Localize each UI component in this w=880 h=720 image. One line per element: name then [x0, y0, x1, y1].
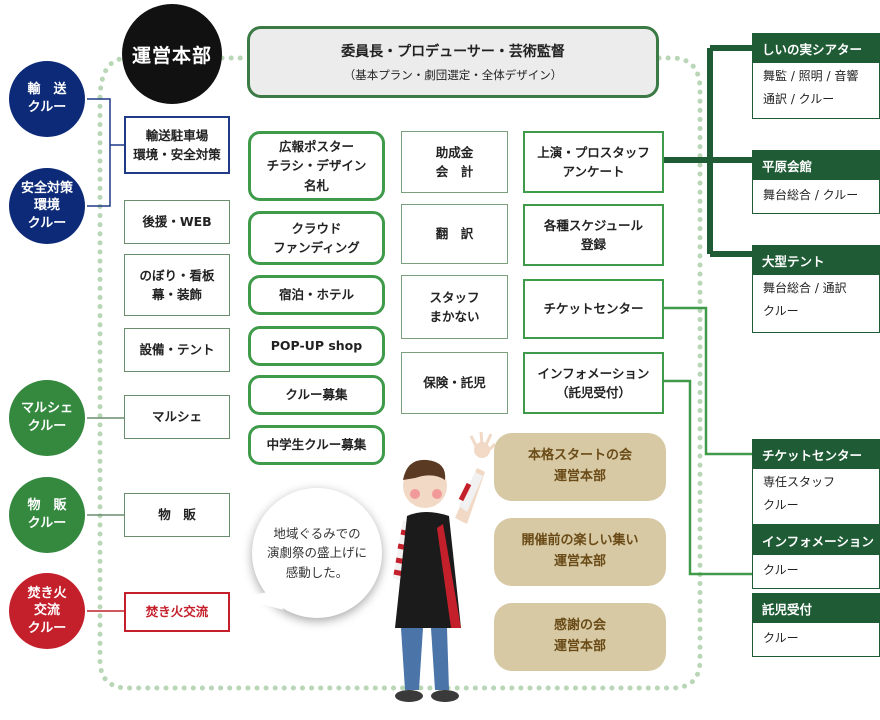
venue-ticket-body: 専任スタッフ クルー — [752, 469, 880, 525]
venue-childcare-title: 託児受付 — [752, 593, 880, 623]
venue-info-title: インフォメーション — [752, 525, 880, 555]
meeting-pre-event: 開催前の楽しい集い 運営本部 — [494, 518, 666, 586]
meeting-kickoff: 本格スタートの会 運営本部 — [494, 433, 666, 501]
task-banners: のぼり・看板 幕・装飾 — [124, 254, 230, 316]
task-takibi: 焚き火交流 — [124, 592, 230, 632]
task-popup-shop: POP-UP shop — [248, 326, 385, 366]
ticket-connector — [664, 306, 752, 456]
venue-childcare-body: クルー — [752, 623, 880, 657]
venue-info-body: クルー — [752, 555, 880, 589]
task-ticket-center: チケットセンター — [523, 279, 664, 339]
committee-title: 委員長・プロデューサー・芸術監督 — [341, 44, 565, 60]
task-poster-design: 広報ポスター チラシ・デザイン 名札 — [248, 131, 385, 201]
task-student-crew-recruit: 中学生クルー募集 — [248, 425, 385, 465]
crew-bussan: 物 販 クルー — [9, 477, 85, 553]
task-translation: 翻 訳 — [401, 204, 508, 264]
venue-hirahara-title: 平原会館 — [752, 150, 880, 180]
speech-bubble: 地域ぐるみでの 演劇祭の盛上げに 感動した。 — [252, 488, 382, 618]
task-transport-parking: 輸送駐車場 環境・安全対策 — [124, 116, 230, 174]
info-connector — [664, 379, 752, 576]
venue-tent-title: 大型テント — [752, 245, 880, 275]
crew-takibi: 焚き火 交流 クルー — [9, 573, 85, 649]
task-insurance-childcare: 保険・託児 — [401, 352, 508, 414]
navy-connector — [87, 98, 124, 207]
task-performance-survey: 上演・プロスタッフ アンケート — [523, 131, 664, 193]
committee-subtitle: （基本プラン・劇団選定・全体デザイン） — [343, 68, 563, 82]
task-information: インフォメーション （託児受付） — [523, 352, 664, 414]
task-marushe: マルシェ — [124, 395, 230, 439]
dotted-frame — [97, 55, 703, 691]
task-staff-meals: スタッフ まかない — [401, 275, 508, 339]
task-bussan: 物 販 — [124, 493, 230, 537]
venue-hirahara-body: 舞台総合 / クルー — [752, 180, 880, 214]
meeting-thanks: 感謝の会 運営本部 — [494, 603, 666, 671]
venue-bracket — [664, 45, 752, 257]
task-crowdfunding: クラウド ファンディング — [248, 211, 385, 265]
committee-box: 委員長・プロデューサー・芸術監督 （基本プラン・劇団選定・全体デザイン） — [247, 26, 659, 98]
crew-transport: 輸 送 クルー — [9, 61, 85, 137]
crew-safety: 安全対策 環境 クルー — [9, 168, 85, 244]
venue-tent-body: 舞台総合 / 通訳 クルー — [752, 275, 880, 333]
person-illustration — [393, 431, 495, 702]
crew-marushe: マルシェ クルー — [9, 380, 85, 456]
task-support-web: 後援・WEB — [124, 200, 230, 244]
task-schedule-register: 各種スケジュール 登録 — [523, 204, 664, 266]
venue-ticket-title: チケットセンター — [752, 439, 880, 469]
venue-shiinomi-body: 舞監 / 照明 / 音響 通訳 / クルー — [752, 63, 880, 119]
headquarters-label: 運営本部 — [131, 44, 212, 67]
task-hotel: 宿泊・ホテル — [248, 275, 385, 315]
venue-shiinomi-title: しいの実シアター — [752, 33, 880, 63]
task-crew-recruit: クルー募集 — [248, 375, 385, 415]
headquarters-circle: 運営本部 — [122, 4, 222, 104]
task-equipment-tent: 設備・テント — [124, 328, 230, 372]
task-grant-accounting: 助成金 会 計 — [401, 131, 508, 193]
